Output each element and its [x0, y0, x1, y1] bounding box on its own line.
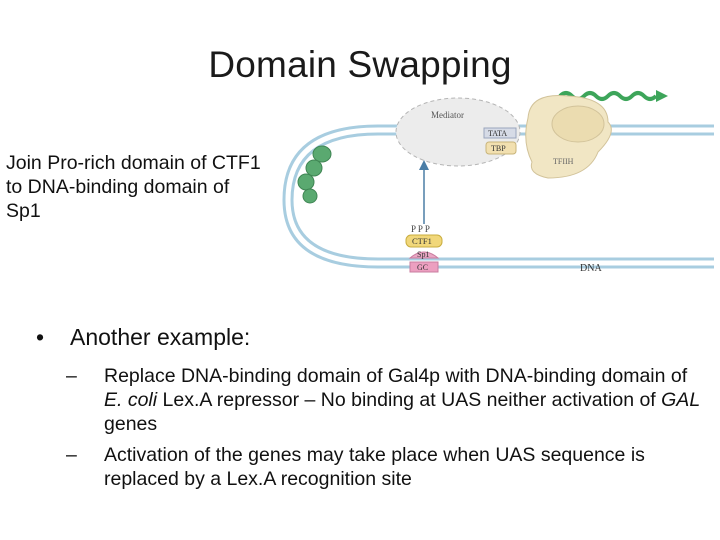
- tbp-label: TBP: [491, 144, 506, 153]
- mediator-label: Mediator: [431, 110, 464, 120]
- dna-strand-inner: [290, 132, 714, 261]
- activator-blob: [297, 173, 315, 191]
- sub-bullet-text: Activation of the genes may take place w…: [104, 444, 645, 490]
- species-name: E. coli: [104, 389, 158, 411]
- sub-bullet-item: – Activation of the genes may take place…: [66, 443, 710, 491]
- slide-title: Domain Swapping: [208, 44, 512, 85]
- bullet-marker: •: [36, 324, 45, 350]
- sub-bullet-item: – Replace DNA-binding domain of Gal4p wi…: [66, 364, 710, 436]
- bullet-text: Another example:: [70, 324, 251, 350]
- bullet-list: • Another example: – Replace DNA-binding…: [30, 322, 710, 498]
- phosphate-label: P P P: [411, 224, 430, 234]
- sub-bullet-text: Lex.A repressor – No binding at UAS neit…: [157, 389, 662, 411]
- ctf1-label: CTF1: [412, 236, 432, 246]
- tfiih-label: TFIIH: [553, 157, 574, 166]
- gc-box: [409, 261, 439, 273]
- activator-blob: [302, 188, 318, 204]
- activator-blob: [305, 159, 323, 177]
- gene-name: GAL: [661, 389, 701, 411]
- bullet-item: • Another example:: [30, 322, 710, 352]
- dna-label: DNA: [580, 263, 602, 274]
- sub-bullet-list: – Replace DNA-binding domain of Gal4p wi…: [30, 364, 710, 491]
- side-note: Join Pro-rich domain of CTF1 to DNA-bind…: [6, 152, 261, 222]
- polymerase-head: [551, 105, 605, 143]
- activation-arrowhead-icon: [419, 160, 429, 170]
- sub-bullet-text: Replace DNA-binding domain of Gal4p with…: [104, 365, 688, 387]
- sub-bullet-text: genes: [104, 413, 158, 435]
- sub-bullet-marker: –: [66, 365, 77, 387]
- tata-box: [483, 127, 517, 139]
- ctf1-box: [405, 234, 443, 248]
- transcription-diagram: Mediator TFIIH TATA TBP P P P CTF1 Sp1 G…: [282, 90, 714, 274]
- sp1-label: Sp1: [417, 250, 429, 259]
- rna-arrowhead-icon: [656, 90, 668, 102]
- tata-label: TATA: [488, 129, 507, 138]
- tbp-box: [485, 141, 517, 155]
- activator-blob: [312, 145, 332, 163]
- sp1-shape: [408, 251, 440, 259]
- dna-strand-outer: [282, 124, 714, 269]
- sub-bullet-marker: –: [66, 444, 77, 466]
- gc-label: GC: [417, 263, 428, 272]
